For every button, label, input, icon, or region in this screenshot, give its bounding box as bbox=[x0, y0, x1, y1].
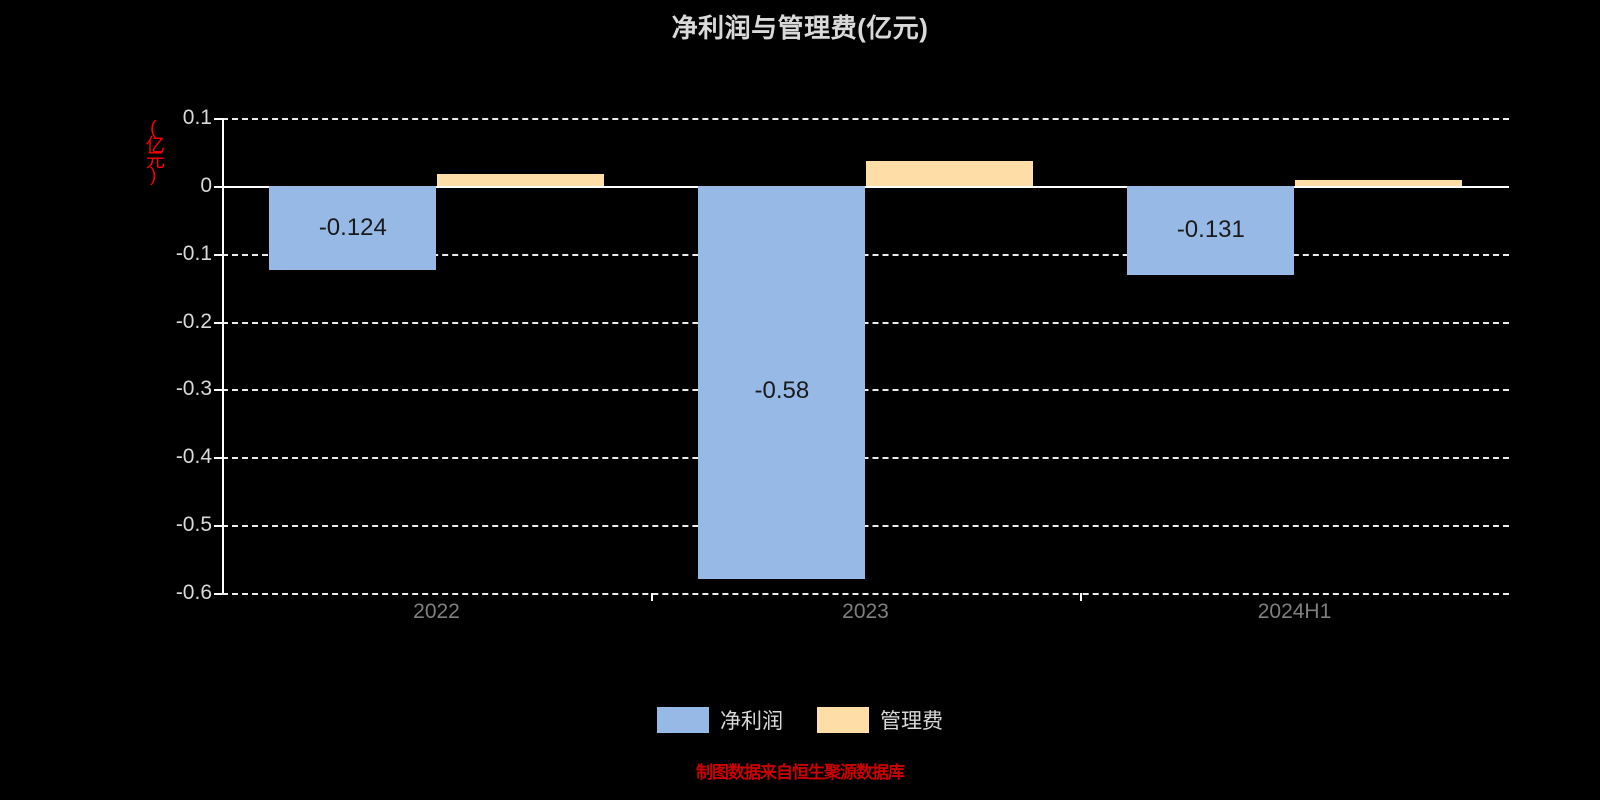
y-axis-tick-mark bbox=[214, 593, 222, 595]
legend-item-expense[interactable]: 管理费 bbox=[817, 705, 943, 735]
x-axis-tick-label: 2023 bbox=[842, 600, 889, 623]
y-axis-tick-mark bbox=[214, 389, 222, 392]
y-axis-tick-mark bbox=[214, 118, 222, 120]
x-axis-tick-mark bbox=[651, 593, 653, 601]
x-axis-tick-mark bbox=[1080, 593, 1082, 601]
bar[interactable] bbox=[436, 174, 604, 186]
y-axis-tick-label: 0.1 bbox=[182, 106, 212, 129]
bar-value-label: -0.124 bbox=[318, 213, 387, 241]
bar[interactable] bbox=[269, 185, 437, 270]
gridline bbox=[222, 185, 1509, 188]
y-axis-tick-label: 0 bbox=[200, 173, 212, 197]
bar[interactable] bbox=[698, 185, 866, 580]
y-axis-tick-mark bbox=[214, 525, 222, 528]
gridline bbox=[222, 457, 1509, 460]
y-axis-tick-label: -0.3 bbox=[175, 377, 212, 401]
legend-swatch-expense bbox=[817, 707, 869, 733]
bar[interactable] bbox=[865, 161, 1033, 186]
bar-value-label: -0.58 bbox=[754, 376, 810, 404]
x-axis-tick-label: 2022 bbox=[413, 600, 460, 623]
legend-swatch-profit bbox=[657, 707, 709, 733]
gridline bbox=[222, 525, 1509, 528]
y-axis-tick-label: -0.6 bbox=[175, 581, 212, 604]
legend-item-profit[interactable]: 净利润 bbox=[657, 705, 783, 735]
y-axis-tick-label: -0.1 bbox=[175, 241, 212, 265]
legend-label-expense: 管理费 bbox=[880, 710, 943, 733]
x-axis-tick-label: 2024H1 bbox=[1257, 600, 1332, 623]
y-axis-tick-mark bbox=[214, 185, 222, 188]
chart-footnote: 制图数据来自恒生聚源数据库 bbox=[696, 763, 905, 782]
gridline bbox=[222, 253, 1509, 256]
bar[interactable] bbox=[1294, 179, 1462, 186]
y-axis-tick-label: -0.5 bbox=[175, 513, 212, 537]
gridline bbox=[222, 118, 1509, 120]
plot-area: -0.124 -0.58 -0.131 bbox=[222, 118, 1509, 595]
bar[interactable] bbox=[1127, 185, 1295, 275]
y-axis-line bbox=[222, 118, 224, 593]
legend-label-profit: 净利润 bbox=[720, 710, 783, 733]
y-axis-title: (亿元) bbox=[142, 118, 164, 182]
bar-value-label: -0.131 bbox=[1176, 216, 1245, 244]
gridline bbox=[222, 321, 1509, 324]
y-axis-tick-mark bbox=[214, 321, 222, 324]
y-axis-tick-label: -0.4 bbox=[175, 445, 212, 469]
y-axis-tick-mark bbox=[214, 253, 222, 256]
y-axis-tick-mark bbox=[214, 457, 222, 460]
y-axis-tick-label: -0.2 bbox=[175, 309, 212, 333]
chart-title: 净利润与管理费(亿元) bbox=[671, 13, 929, 43]
gridline bbox=[222, 389, 1509, 392]
chart-legend: 净利润 管理费 bbox=[0, 705, 1600, 735]
gridline bbox=[222, 593, 1509, 595]
